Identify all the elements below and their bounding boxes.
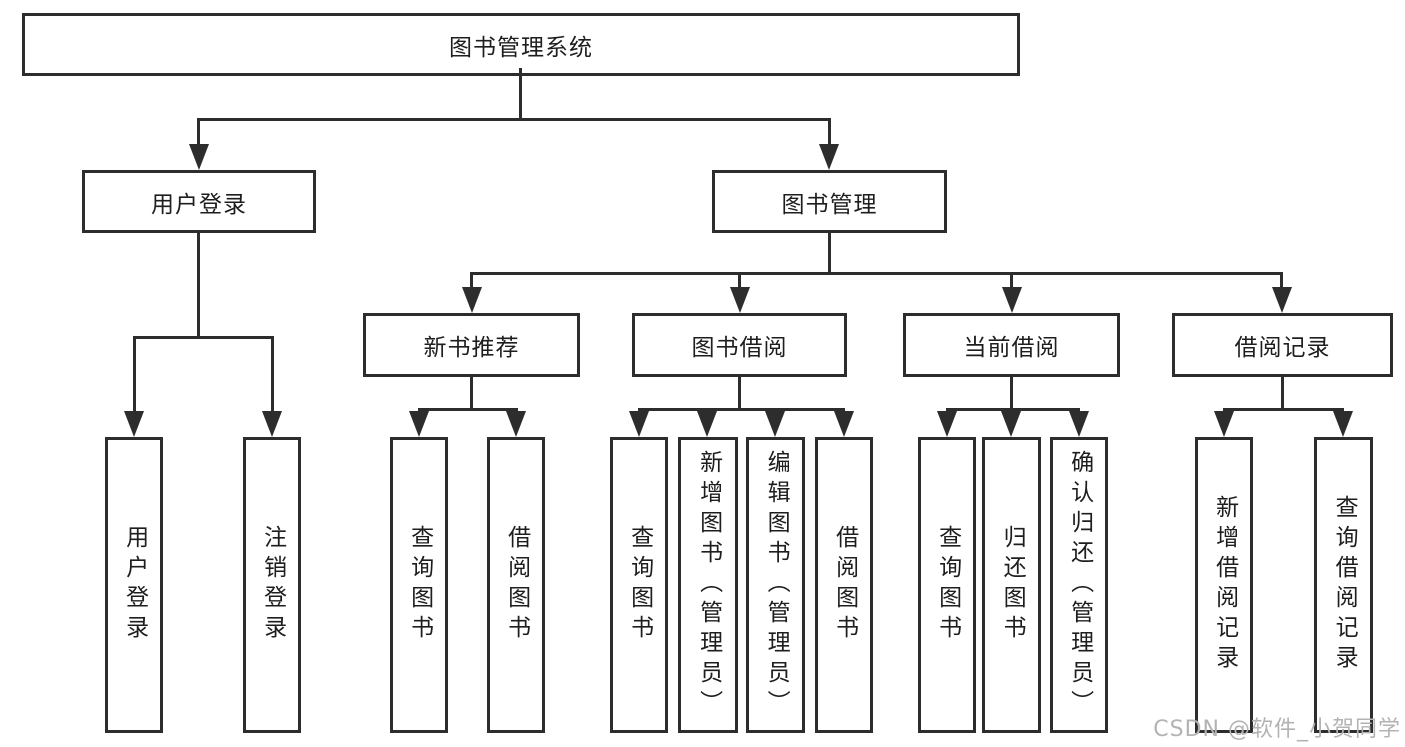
arrow-down-icon [462, 287, 482, 313]
arrow-down-icon [506, 411, 526, 437]
connector-level2-rail [197, 118, 831, 121]
arrow-down-icon [819, 144, 839, 170]
node-book-management-label: 图书管理 [781, 191, 878, 218]
arrow-down-icon [629, 411, 649, 437]
arrow-down-icon [937, 411, 957, 437]
node-current-borrow: 当前借阅 [903, 313, 1120, 377]
arrow-down-icon [124, 411, 144, 437]
node-leaf-logout-label: 注销登录 [259, 525, 286, 645]
node-leaf-return-books-label: 归还图书 [999, 525, 1026, 645]
node-leaf-user-login: 用户登录 [105, 437, 163, 733]
node-leaf-return-books: 归还图书 [982, 437, 1041, 733]
arrow-down-icon [409, 411, 429, 437]
connector-book-management-stem [828, 233, 831, 275]
node-leaf-query-books-recommend: 查询图书 [390, 437, 448, 733]
node-leaf-query-books-borrow: 查询图书 [610, 437, 668, 733]
arrow-down-icon [1333, 411, 1353, 437]
node-leaf-query-books-recommend-label: 查询图书 [406, 525, 433, 645]
node-leaf-add-borrow-record: 新增借阅记录 [1195, 437, 1253, 733]
connector-current-borrow-drop [1010, 272, 1013, 290]
node-leaf-confirm-return-admin: 确认归还（管理员） [1050, 437, 1108, 733]
node-leaf-borrow-books-recommend-label: 借阅图书 [503, 525, 530, 645]
connector-current-borrow-stem [1010, 377, 1013, 411]
arrow-down-icon [262, 411, 282, 437]
arrow-down-icon [834, 411, 854, 437]
node-library-system-label: 图书管理系统 [449, 34, 593, 61]
node-leaf-add-borrow-record-label: 新增借阅记录 [1211, 495, 1238, 675]
connector-borrow-record-stem [1281, 377, 1284, 411]
connector-new-book-stem [470, 377, 473, 411]
arrow-down-icon [1002, 287, 1022, 313]
connector-user-login-stem [197, 233, 200, 338]
node-book-management: 图书管理 [712, 170, 947, 233]
node-leaf-borrow-books: 借阅图书 [815, 437, 873, 733]
node-leaf-query-borrow-record-label: 查询借阅记录 [1331, 495, 1358, 675]
node-new-book-recommend: 新书推荐 [363, 313, 580, 377]
connector-borrow-record-drop [1280, 272, 1283, 290]
csdn-watermark: CSDN @软件_小贺同学 [1153, 717, 1401, 742]
node-leaf-borrow-books-recommend: 借阅图书 [487, 437, 545, 733]
node-leaf-edit-books-admin-label: 编辑图书（管理员） [763, 450, 790, 720]
node-leaf-borrow-books-label: 借阅图书 [831, 525, 858, 645]
arrow-down-icon [697, 411, 717, 437]
node-leaf-confirm-return-admin-label: 确认归还（管理员） [1066, 450, 1093, 720]
node-leaf-add-books-admin: 新增图书（管理员） [678, 437, 738, 733]
connector-new-book-rail [418, 408, 518, 411]
connector-user-login-child2-drop [271, 336, 274, 414]
node-user-login-label: 用户登录 [151, 191, 247, 218]
node-leaf-add-books-admin-label: 新增图书（管理员） [695, 450, 722, 720]
connector-book-borrow-drop [738, 272, 741, 290]
connector-book-borrow-stem [738, 377, 741, 411]
arrow-down-icon [765, 411, 785, 437]
connector-book-management-drop [828, 118, 831, 148]
connector-new-book-drop [470, 272, 473, 290]
arrow-down-icon [1069, 411, 1089, 437]
node-leaf-user-login-label: 用户登录 [121, 525, 148, 645]
node-book-borrow-label: 图书借阅 [691, 335, 788, 361]
node-borrow-record-label: 借阅记录 [1234, 335, 1331, 361]
connector-user-login-rail [133, 336, 274, 339]
node-leaf-edit-books-admin: 编辑图书（管理员） [746, 437, 805, 733]
arrow-down-icon [1001, 411, 1021, 437]
connector-root-stem [519, 68, 522, 121]
node-book-borrow: 图书借阅 [632, 313, 847, 377]
node-library-system: 图书管理系统 [22, 13, 1020, 76]
node-user-login: 用户登录 [82, 170, 316, 233]
node-leaf-query-books-current-label: 查询图书 [934, 525, 961, 645]
connector-borrow-record-rail [1223, 408, 1344, 411]
connector-user-login-drop [197, 118, 200, 148]
node-current-borrow-label: 当前借阅 [963, 335, 1060, 361]
arrow-down-icon [189, 144, 209, 170]
node-new-book-recommend-label: 新书推荐 [423, 335, 520, 361]
node-leaf-query-borrow-record: 查询借阅记录 [1314, 437, 1373, 733]
connector-current-borrow-rail [946, 408, 1080, 411]
arrow-down-icon [1214, 411, 1234, 437]
node-leaf-logout: 注销登录 [243, 437, 301, 733]
arrow-down-icon [730, 287, 750, 313]
connector-level3-rail [470, 272, 1283, 275]
node-borrow-record: 借阅记录 [1172, 313, 1393, 377]
connector-user-login-child1-drop [133, 336, 136, 414]
arrow-down-icon [1272, 287, 1292, 313]
node-leaf-query-books-borrow-label: 查询图书 [626, 525, 653, 645]
node-leaf-query-books-current: 查询图书 [918, 437, 976, 733]
connector-book-borrow-rail [638, 408, 845, 411]
